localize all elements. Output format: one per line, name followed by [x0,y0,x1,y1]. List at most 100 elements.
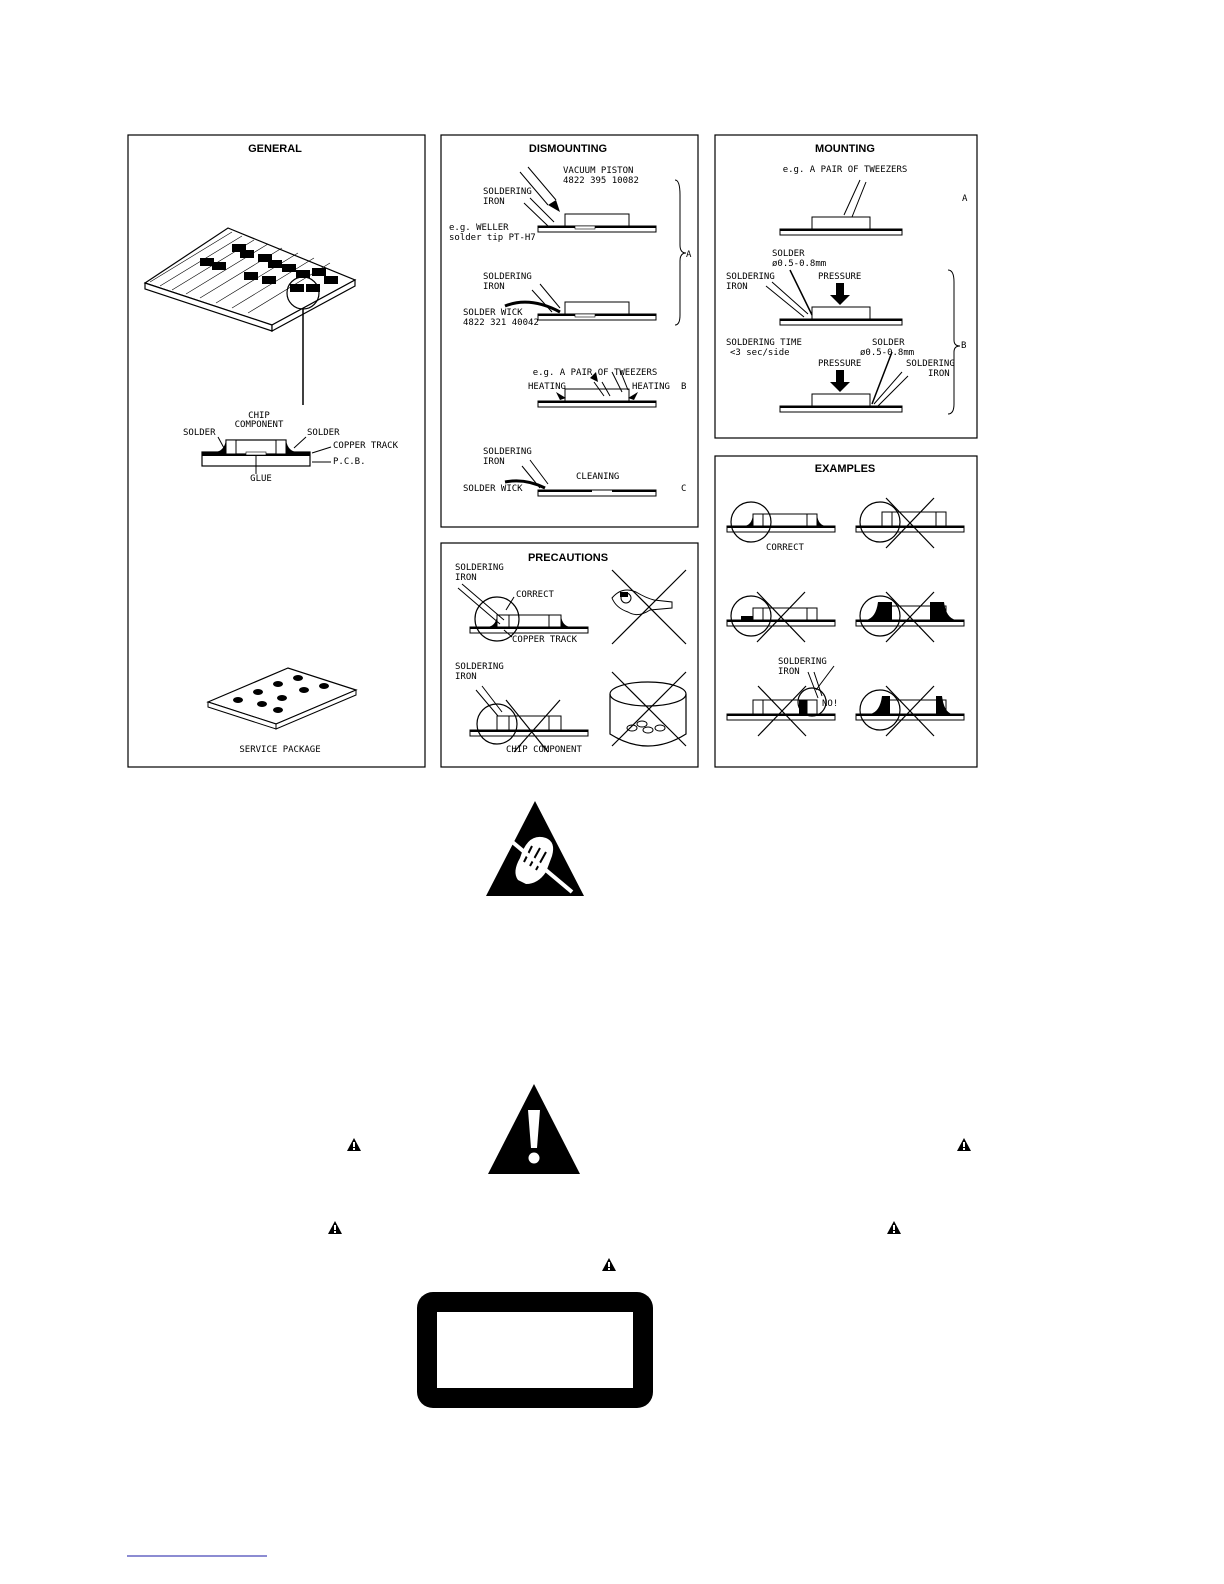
precaution-wrong-illustration [469,685,589,753]
iron-label-1: IRON [483,197,505,207]
solder-wick-label-2: SOLDER WICK [463,484,523,494]
example-correct-label: CORRECT [766,543,805,553]
example-soldering-label: SOLDERING [778,657,827,667]
service-package-label: SERVICE PACKAGE [239,745,320,755]
cleaning-label: CLEANING [576,472,619,482]
general-panel-border [127,134,426,768]
examples-panel-border [714,455,978,768]
pcb-label: P.C.B. [333,457,366,467]
prec-chip-component-label: CHIP COMPONENT [506,745,582,755]
example-wrong-2 [726,591,836,643]
vacuum-piston-number: 4822 395 10082 [563,176,639,186]
small-warning-icon-4 [887,1221,901,1234]
soldering-time-value: <3 sec/side [730,348,790,358]
solder-tip-label: solder tip PT-H7 [449,233,536,243]
pressure-label-1: PRESSURE [818,272,861,282]
dismount-tag-c: C [681,484,686,494]
small-warning-icon-5 [602,1258,616,1271]
small-warning-icon-1 [347,1138,361,1151]
heating-left-label: HEATING [528,382,566,392]
mount-tag-a: A [962,194,968,204]
chip-label: CHIP [248,411,270,421]
dismount-tag-b: B [681,382,686,392]
mounting-panel-border [714,134,978,439]
precautions-title: PRECAUTIONS [528,552,608,564]
small-warning-icon-3 [328,1221,342,1234]
dismounting-title: DISMOUNTING [529,143,607,155]
mount-step-b2 [779,351,909,413]
bracket-b [947,269,961,415]
dismounting-panel-border [440,134,699,528]
iron-label-3: IRON [483,457,505,467]
weller-label: e.g. WELLER [449,223,509,233]
examples-title: EXAMPLES [815,463,876,475]
dismounting-panel: DISMOUNTING VACUUM PISTON 4822 395 10082… [440,134,699,528]
precautions-panel: PRECAUTIONS SOLDERING IRON CORRECT COPPE… [440,542,699,768]
solder-label-1: SOLDER [772,249,805,259]
example-correct [726,501,836,543]
prec-correct-label: CORRECT [516,590,555,600]
component-label: COMPONENT [235,420,284,430]
service-package-illustration [206,667,358,730]
chip-cross-section [201,436,332,474]
mount-tag-b: B [961,341,966,351]
tweezers-label-mount: e.g. A PAIR OF TWEEZERS [783,165,908,175]
prec-copper-track-label: COPPER TRACK [512,635,578,645]
laser-label-frame [417,1292,653,1408]
soldering-label-1: SOLDERING [483,187,532,197]
bracket-a [674,179,687,326]
soldering-time-label: SOLDERING TIME [726,338,802,348]
solder-right-label: SOLDER [307,428,340,438]
mount-iron-label-1: IRON [726,282,748,292]
dismount-step-a1 [519,166,657,233]
solder-left-label: SOLDER [183,428,216,438]
solder-label-2: SOLDER [872,338,905,348]
solder-wick-number: 4822 321 40042 [463,318,539,328]
pcb-board-illustration [143,227,357,405]
example-wrong-3 [855,591,965,643]
mounting-title: MOUNTING [815,143,875,155]
prec-soldering-label-2: SOLDERING [455,662,504,672]
precaution-no-touch-illustration [611,569,687,645]
example-wrong-1 [855,497,965,549]
iron-label-2: IRON [483,282,505,292]
example-wrong-4 [726,665,836,737]
copper-track-label: COPPER TRACK [333,441,399,451]
glue-label: GLUE [250,474,272,484]
mount-step-a [779,179,903,236]
precautions-panel-border [440,542,699,768]
mounting-panel: MOUNTING e.g. A PAIR OF TWEEZERS A SOLDE… [714,134,978,439]
soldering-label-2: SOLDERING [483,272,532,282]
solder-wick-label: SOLDER WICK [463,308,523,318]
precaution-no-loose-parts-illustration [609,671,687,747]
prec-soldering-label-1: SOLDERING [455,563,504,573]
mount-iron-label-2: IRON [928,369,950,379]
tweezers-label-dismount: e.g. A PAIR OF TWEEZERS [533,368,658,378]
precaution-correct-illustration [457,583,589,642]
mount-step-b1 [765,269,903,326]
small-warning-icon-2 [957,1138,971,1151]
dismount-step-c [504,459,657,497]
vacuum-piston-label: VACUUM PISTON [563,166,633,176]
mount-soldering-label-1: SOLDERING [726,272,775,282]
pressure-label-2: PRESSURE [818,359,861,369]
dismount-step-a2 [504,283,657,321]
diameter-label-2: ø0.5-0.8mm [860,348,914,358]
warning-triangle-icon [488,1084,580,1174]
dismount-step-b [537,369,657,408]
mount-soldering-label-2: SOLDERING [906,359,955,369]
dismount-tag-a: A [686,250,692,260]
prec-iron-label-2: IRON [455,672,477,682]
general-title: GENERAL [248,143,302,155]
example-no-label: NO! [822,699,838,709]
example-iron-label: IRON [778,667,800,677]
esd-warning-icon [486,801,584,896]
general-panel: GENERAL [127,134,426,768]
soldering-label-3: SOLDERING [483,447,532,457]
heating-right-label: HEATING [632,382,670,392]
examples-panel: EXAMPLES CORRECT [714,455,978,768]
prec-iron-label-1: IRON [455,573,477,583]
diameter-label-1: ø0.5-0.8mm [772,259,826,269]
example-wrong-5 [855,685,965,737]
